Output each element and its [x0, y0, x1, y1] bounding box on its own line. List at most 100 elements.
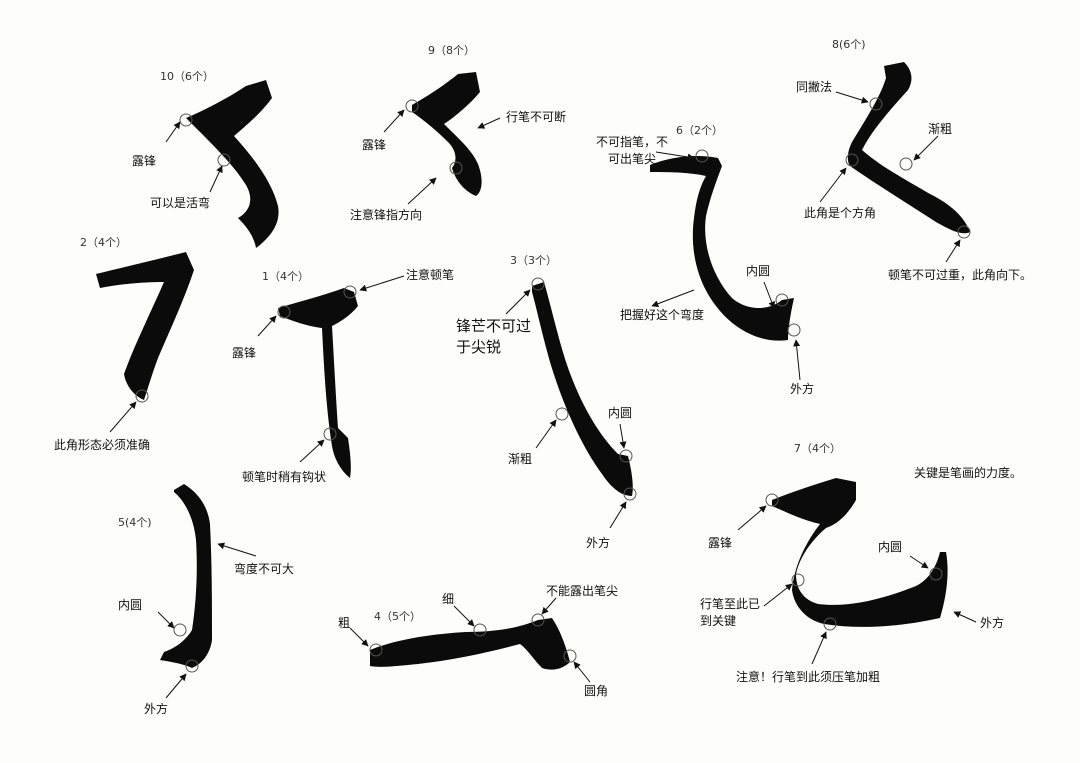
marker-circle: [323, 427, 337, 441]
marker-circle: [531, 613, 545, 627]
note-label: 把握好这个弯度: [620, 308, 705, 322]
leader-arrow: [217, 542, 257, 557]
stroke-9-number: 9（8个）: [428, 44, 475, 57]
note-label: 注意顿笔: [406, 268, 455, 282]
leader-arrow: [909, 555, 929, 569]
note-label: 露锋: [232, 346, 257, 360]
marker-circle: [563, 649, 577, 663]
note-label: 锋芒不可过于尖锐: [456, 317, 532, 356]
leader-arrow: [505, 289, 531, 315]
stroke-1-number: 1（4个）: [262, 270, 309, 283]
brush-stroke-9: [412, 72, 482, 196]
note-label: 圆角: [584, 684, 609, 698]
brush-stroke-4: [370, 618, 570, 670]
brush-stroke-2: [96, 252, 194, 400]
marker-circle: [869, 97, 883, 111]
marker-circle: [185, 659, 199, 673]
brush-stroke-3: [532, 282, 633, 496]
leader-arrow: [763, 281, 776, 309]
leader-arrow: [737, 505, 767, 531]
leader-arrow: [535, 419, 557, 449]
note-label: 外方: [790, 382, 815, 396]
leader-arrow: [157, 611, 175, 629]
leader-arrow: [945, 239, 961, 263]
leader-arrow: [359, 275, 405, 292]
leader-arrow: [793, 339, 801, 381]
note-label: 渐粗: [928, 122, 953, 136]
leader-arrow: [819, 167, 847, 203]
leader-arrow: [573, 661, 591, 683]
brush-stroke-10: [186, 80, 279, 248]
marker-circle: [135, 389, 149, 403]
brush-stroke-5: [160, 484, 212, 668]
brush-stroke-7: [772, 478, 948, 627]
marker-circle: [791, 573, 805, 587]
marker-circle: [405, 99, 419, 113]
note-label: 同撇法: [796, 80, 833, 94]
stroke-7-number: 7（4个）: [794, 442, 841, 455]
marker-circle: [623, 487, 637, 501]
note-label: 渐粗: [508, 452, 533, 466]
stroke-10-number: 10（6个）: [160, 70, 214, 83]
note-label: 关键是笔画的力度。: [914, 466, 1023, 480]
leader-arrow: [913, 135, 939, 161]
marker-circle: [957, 225, 971, 239]
note-label: 此角是个方角: [804, 206, 877, 220]
note-label: 内圆: [608, 406, 633, 420]
leader-arrow: [383, 109, 405, 133]
brush-stroke-6: [650, 156, 794, 341]
marker-circle: [619, 449, 633, 463]
marker-circle: [531, 277, 545, 291]
leader-arrow: [655, 151, 695, 161]
marker-circle: [555, 407, 569, 421]
note-label: 注意！行笔到此须压笔加粗: [736, 670, 881, 684]
marker-circle: [277, 305, 291, 319]
leader-arrow: [953, 611, 977, 623]
note-label: 外方: [586, 536, 611, 550]
note-label: 外方: [980, 616, 1005, 630]
stroke-6-number: 6（2个）: [676, 124, 723, 137]
stroke-8-number: 8(6个): [832, 38, 866, 51]
note-label: 内圆: [118, 598, 143, 612]
note-label: 露锋: [132, 154, 157, 168]
brush-stroke-8: [847, 62, 970, 234]
note-label: 注意锋指方向: [350, 208, 423, 222]
marker-circle: [929, 567, 943, 581]
note-label: 此角形态必须准确: [54, 438, 151, 452]
marker-circle: [343, 285, 357, 299]
leader-arrow: [453, 605, 475, 627]
marker-circle: [369, 643, 383, 657]
marker-circle: [765, 493, 779, 507]
marker-circle: [695, 149, 709, 163]
leader-arrow: [349, 627, 369, 647]
leader-arrow: [109, 401, 137, 433]
leader-arrow: [165, 121, 181, 143]
note-label: 顿笔时稍有钩状: [242, 470, 327, 484]
note-label: 内圆: [746, 264, 771, 278]
leader-arrow: [811, 631, 827, 665]
note-label: 不能露出笔尖: [546, 584, 619, 598]
note-label: 露锋: [708, 536, 733, 550]
leader-arrow: [209, 165, 223, 193]
marker-circle: [845, 153, 859, 167]
stroke-5-number: 5(4个): [118, 516, 152, 529]
marker-circle: [449, 161, 463, 175]
marker-circle: [775, 293, 789, 307]
leader-arrow: [165, 673, 187, 699]
marker-circle: [899, 157, 913, 171]
note-label: 内圆: [878, 540, 903, 554]
leader-arrow: [407, 177, 437, 205]
stroke-4-number: 4（5个）: [374, 610, 421, 623]
marker-circle: [787, 323, 801, 337]
note-label: 细: [442, 592, 455, 606]
note-label: 外方: [144, 702, 169, 716]
note-label: 弯度不可大: [234, 562, 295, 576]
note-label: 行笔至此已到关键: [700, 597, 761, 628]
stroke-3-number: 3（3个）: [510, 254, 557, 267]
stroke-2-number: 2（4个）: [80, 236, 127, 249]
leader-arrow: [619, 423, 627, 449]
note-label: 粗: [338, 616, 351, 630]
note-label: 不可指笔，不可出笔尖: [595, 135, 668, 166]
leader-arrow: [763, 583, 793, 607]
